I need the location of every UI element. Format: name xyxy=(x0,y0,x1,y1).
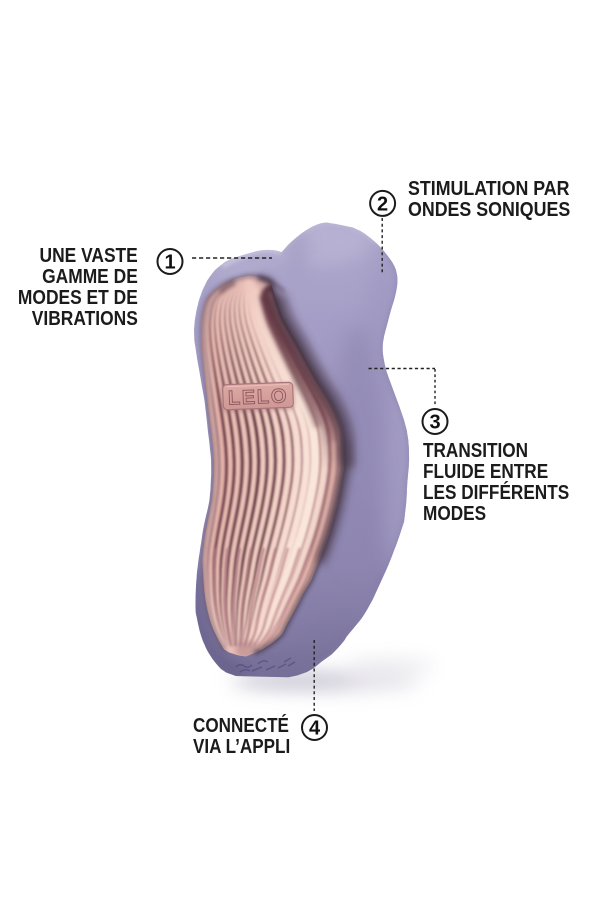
svg-text:4: 4 xyxy=(309,718,321,740)
svg-text:2: 2 xyxy=(377,194,388,216)
svg-text:1: 1 xyxy=(164,252,175,274)
svg-text:LELO: LELO xyxy=(228,385,289,409)
svg-text:3: 3 xyxy=(429,412,440,434)
